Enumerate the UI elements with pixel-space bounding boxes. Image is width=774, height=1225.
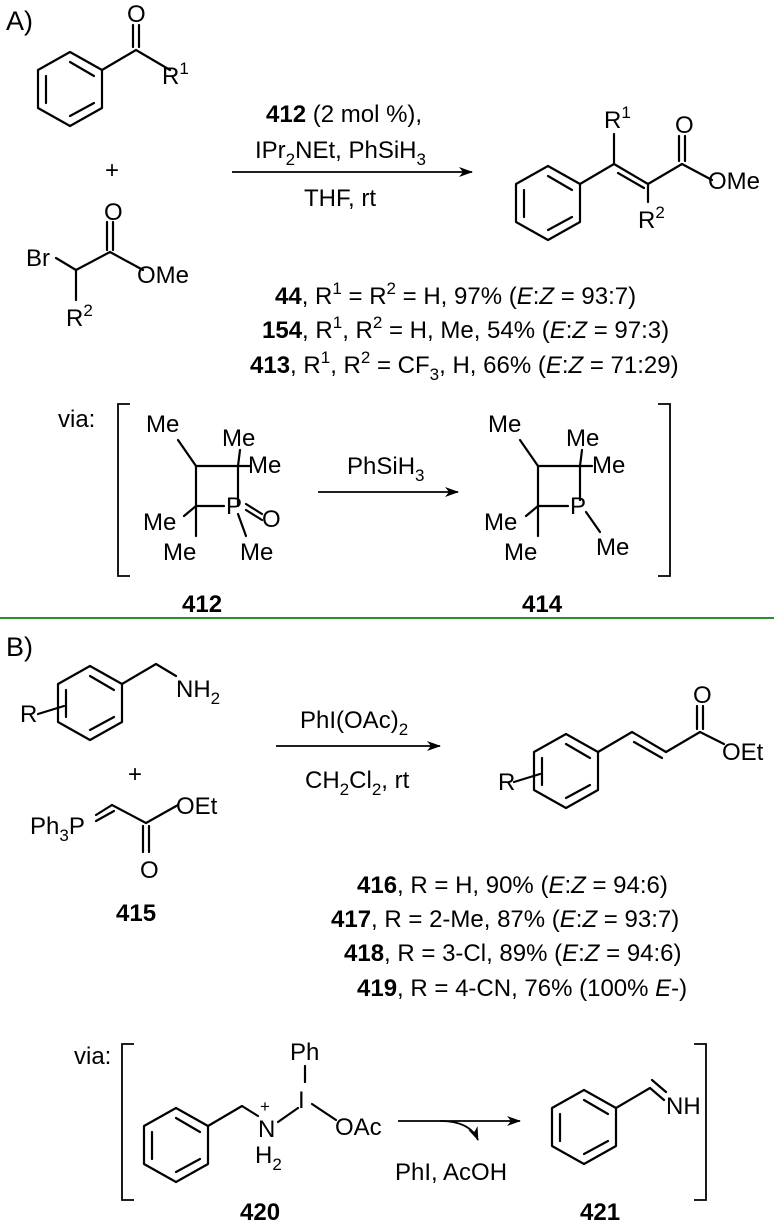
catalyst-line: 412 (2 mol %), [266, 101, 422, 128]
me-top-right-1: Me [222, 425, 255, 452]
result-419: 419, R = 4-CN, 76% (100% E-) [357, 975, 687, 1002]
me-top-right-2: Me [248, 452, 281, 479]
panel-a: A) O R1 + Br O OMe R2 412 (2 mol %), IPr… [6, 1, 760, 618]
result-413: 413, R1, R2 = CF3, H, 66% (E:Z = 71:29) [250, 348, 679, 384]
reaction-arrow-b: PhI(OAc)2 CH2Cl2, rt [276, 707, 441, 799]
amine-nh2: NH2 [176, 676, 220, 708]
ketone-structure: O R1 [36, 1, 189, 128]
result-417: 417, R = 2-Me, 87% (E:Z = 93:7) [331, 906, 679, 933]
product-r-b: R [498, 769, 515, 796]
via-label-a: via: [58, 406, 95, 433]
byproduct-label: PhI, AcOH [395, 1159, 507, 1186]
acrylate-product: R1 O OMe R2 [514, 103, 760, 242]
oxidant-line: PhI(OAc)2 [300, 707, 408, 739]
phosphoryl-oxygen: O [262, 506, 281, 533]
me-top-left-b: Me [488, 411, 521, 438]
label-415: 415 [116, 900, 156, 927]
me-bottom-left-2: Me [163, 539, 196, 566]
panel-b-label: B) [6, 632, 33, 662]
panel-a-label: A) [6, 6, 33, 36]
result-154: 154, R1, R2 = H, Me, 54% (E:Z = 97:3) [262, 313, 669, 344]
ammonium-n: N [258, 1116, 275, 1143]
imine-nh: NH [666, 1093, 701, 1120]
ester-ome: OMe [137, 262, 189, 289]
ylide-ph3p: Ph3P [30, 813, 85, 845]
mechanism-b: via: N + H2 I Ph OAc 420 P [74, 1039, 707, 1225]
via-label-b: via: [74, 1043, 111, 1070]
result-418: 418, R = 3-Cl, 89% (E:Z = 94:6) [344, 940, 682, 967]
ketone-r1: R1 [162, 59, 189, 90]
bromoester-r2: R2 [66, 301, 93, 332]
intermediate-420: N + H2 I Ph OAc 420 [142, 1039, 382, 1225]
base-silane-line: IPr2NEt, PhSiH3 [255, 137, 426, 169]
result-416: 416, R = H, 90% (E:Z = 94:6) [357, 872, 668, 899]
bromoester-structure: Br O OMe R2 [26, 199, 189, 332]
product-ome: OMe [708, 168, 760, 195]
product-r1: R1 [604, 103, 631, 134]
mechanism-a: via: Me Me Me Me Me P O Me PhSiH3 [58, 403, 671, 618]
me-top-right-b1: Me [566, 425, 599, 452]
cinnamate-oet: OEt [722, 739, 764, 766]
iodine-ph: Ph [290, 1039, 319, 1066]
results-b: 416, R = H, 90% (E:Z = 94:6) 417, R = 2-… [331, 872, 687, 1002]
me-bottom-left-b2: Me [504, 539, 537, 566]
ylide-carbonyl-o: O [140, 857, 159, 884]
plus-sign-a: + [105, 157, 119, 184]
iodine-oac: OAc [335, 1114, 382, 1141]
label-412: 412 [182, 591, 222, 618]
label-421: 421 [580, 1199, 620, 1225]
me-on-p-412: Me [240, 539, 273, 566]
ketone-oxygen: O [127, 1, 146, 28]
product-r2: R2 [638, 203, 665, 234]
plus-sign-b: + [128, 761, 142, 788]
ester-oxygen: O [104, 199, 123, 226]
ylide-oet: OEt [176, 793, 218, 820]
silane-reagent: PhSiH3 [347, 453, 425, 485]
phosphetane-oxide-412: Me Me Me Me Me P O Me [143, 411, 281, 566]
ammonium-charge: + [260, 1097, 270, 1116]
bromo-label: Br [26, 245, 50, 272]
imine-421: NH 421 [550, 1078, 701, 1225]
ylide-structure: Ph3P O OEt 415 [30, 793, 218, 927]
phosphorus-414: P [570, 493, 586, 520]
me-top-right-b2: Me [592, 452, 625, 479]
phosphetane-414: Me Me Me Me Me P Me [484, 411, 629, 566]
solvent-line-b: CH2Cl2, rt [305, 767, 410, 799]
solvent-line: THF, rt [304, 185, 376, 212]
amine-r: R [20, 701, 37, 728]
ammonium-h2: H2 [255, 1142, 282, 1174]
me-top-left: Me [146, 411, 179, 438]
label-420: 420 [240, 1199, 280, 1225]
results-a: 44, R1 = R2 = H, 97% (E:Z = 93:7) 154, R… [250, 279, 679, 384]
product-carbonyl-o: O [675, 112, 694, 139]
cinnamate-product: R O OEt [498, 682, 764, 810]
me-on-p-414: Me [596, 534, 629, 561]
benzylamine-structure: NH2 R [20, 662, 220, 742]
cinnamate-carbonyl-o: O [693, 682, 712, 709]
iodine-i: I [298, 1087, 305, 1114]
reaction-arrow-a: 412 (2 mol %), IPr2NEt, PhSiH3 THF, rt [232, 101, 473, 212]
me-bottom-left-b1: Me [484, 509, 517, 536]
me-bottom-left-1: Me [143, 509, 176, 536]
label-414: 414 [522, 591, 563, 618]
result-44: 44, R1 = R2 = H, 97% (E:Z = 93:7) [275, 279, 636, 310]
panel-b: B) NH2 R + Ph3P O OEt 415 PhI(OAc)2 CH2C… [6, 632, 764, 1225]
